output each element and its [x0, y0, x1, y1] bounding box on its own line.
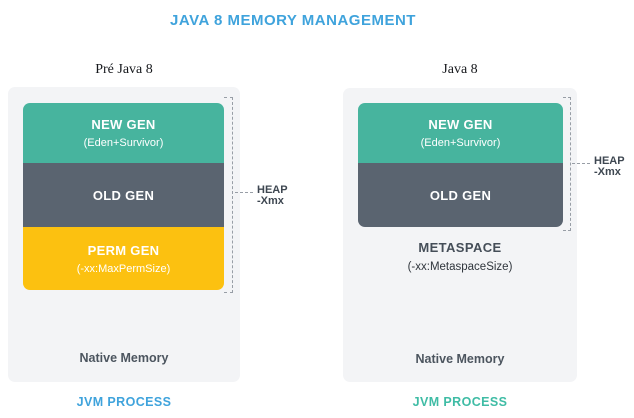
block-label: PERM GEN — [87, 242, 160, 258]
memory-block-stack: NEW GEN (Eden+Survivor) OLD GEN PERM GEN… — [23, 103, 224, 290]
native-memory-label: Native Memory — [415, 352, 505, 366]
heap-label: HEAP -Xmx — [594, 156, 625, 178]
memory-block-new-gen: NEW GEN (Eden+Survivor) — [23, 103, 224, 163]
heap-label-line1: HEAP — [594, 155, 625, 167]
memory-block-stack: NEW GEN (Eden+Survivor) OLD GEN — [358, 103, 563, 227]
block-label: OLD GEN — [92, 187, 155, 203]
block-label: OLD GEN — [429, 187, 492, 203]
memory-block-old-gen: OLD GEN — [358, 163, 563, 227]
jvm-process-panel-pre-java8: NEW GEN (Eden+Survivor) OLD GEN PERM GEN… — [8, 87, 240, 382]
memory-block-new-gen: NEW GEN (Eden+Survivor) — [358, 103, 563, 163]
block-label: NEW GEN — [91, 117, 156, 132]
heap-label-line2: -Xmx — [594, 166, 621, 178]
heap-bracket-connector — [572, 163, 590, 164]
column-header-java8: Java 8 — [442, 62, 478, 77]
native-memory-label: Native Memory — [79, 351, 169, 365]
memory-block-old-gen: OLD GEN — [23, 163, 224, 227]
block-sublabel: (Eden+Survivor) — [83, 137, 164, 149]
memory-block-perm-gen: PERM GEN (-xx:MaxPermSize) — [23, 227, 224, 290]
metaspace-label: METASPACE — [418, 240, 502, 255]
jvm-process-panel-java8: NEW GEN (Eden+Survivor) OLD GEN METASPAC… — [343, 88, 577, 382]
jvm-process-label-java8: JVM PROCESS — [412, 395, 508, 409]
heap-label: HEAP -Xmx — [257, 185, 288, 207]
heap-label-line1: HEAP — [257, 184, 288, 196]
metaspace-sublabel: (-xx:MetaspaceSize) — [407, 261, 513, 273]
jvm-process-label-pre-java8: JVM PROCESS — [76, 395, 172, 409]
heap-bracket — [563, 97, 571, 231]
heap-label-line2: -Xmx — [257, 195, 284, 207]
block-sublabel: (Eden+Survivor) — [420, 137, 501, 149]
column-header-pre-java8: Pré Java 8 — [95, 62, 153, 77]
heap-bracket-connector — [235, 192, 253, 193]
heap-bracket — [224, 97, 233, 293]
block-sublabel: (-xx:MaxPermSize) — [76, 262, 171, 275]
diagram-title: JAVA 8 MEMORY MANAGEMENT — [170, 12, 416, 29]
block-label: NEW GEN — [428, 117, 493, 132]
